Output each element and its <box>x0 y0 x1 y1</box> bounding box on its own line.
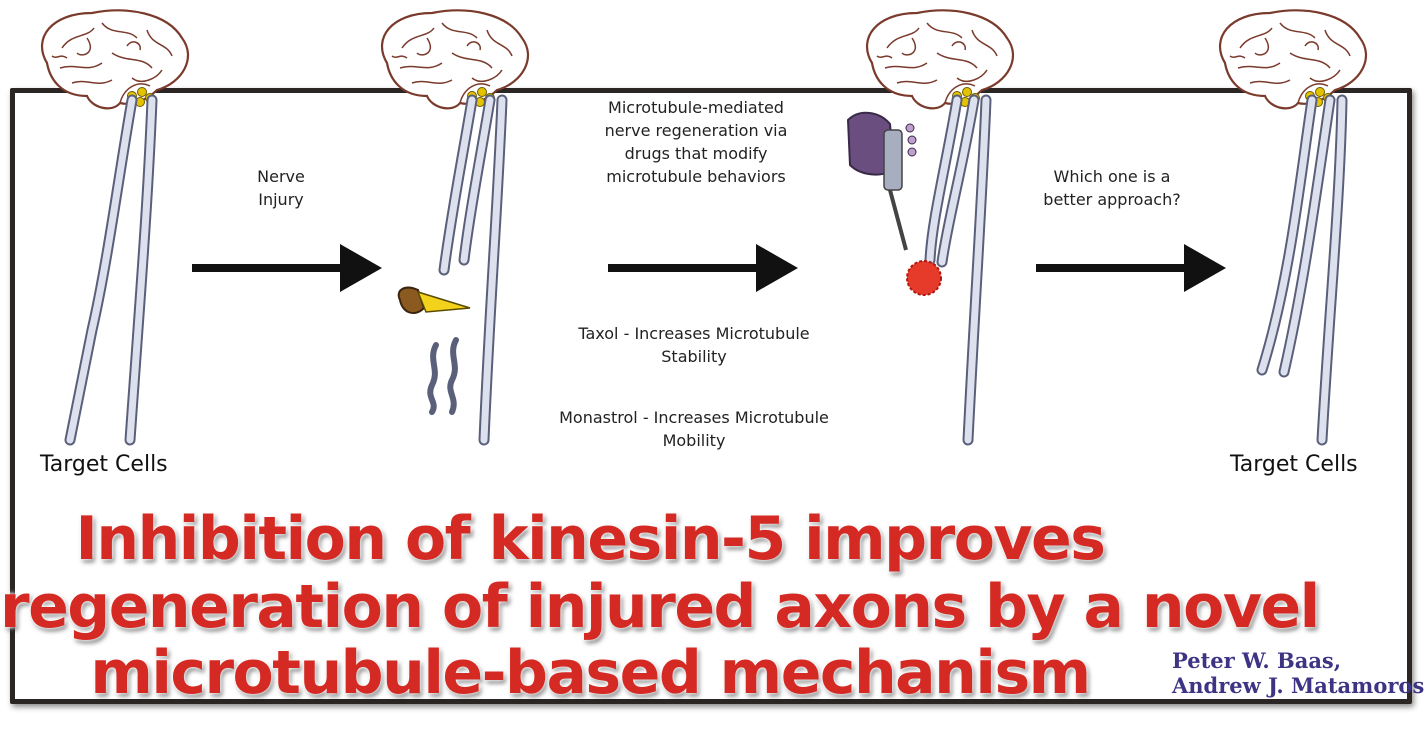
author-1: Peter W. Baas, <box>1172 648 1341 673</box>
regenerated-axon <box>1262 100 1342 440</box>
monastrol-label-line: Mobility <box>514 429 874 452</box>
brain-icon <box>867 10 1013 108</box>
monastrol-label: Monastrol - Increases Microtubule Mobili… <box>514 406 874 452</box>
mediated-label-line: drugs that modify <box>566 142 826 165</box>
arrow-icon <box>1036 244 1226 292</box>
left-target-cells-label: Target Cells <box>40 452 168 477</box>
pipette-hand-icon <box>848 113 916 250</box>
growth-cone-icon <box>907 261 941 295</box>
title-line-1: Inhibition of kinesin-5 improves <box>0 506 1180 572</box>
title-line-3: microtubule-based mechanism <box>0 640 1180 706</box>
arrow-icon <box>608 244 798 292</box>
injury-label-line: Injury <box>236 188 326 211</box>
taxol-label-line: Taxol - Increases Microtubule <box>534 322 854 345</box>
intact-axon <box>70 100 152 440</box>
brain-icon <box>1220 10 1366 108</box>
mediated-label-line: microtubule behaviors <box>566 165 826 188</box>
brain-icon <box>382 10 528 108</box>
author-2: Andrew J. Matamoros <box>1172 673 1424 698</box>
mediated-label-line: nerve regeneration via <box>566 119 826 142</box>
mediated-label-line: Microtubule-mediated <box>566 96 826 119</box>
title-line-2: regeneration of injured axons by a novel <box>0 574 1180 640</box>
saw-icon <box>399 288 470 313</box>
cut-axon <box>430 100 502 440</box>
injury-label: Nerve Injury <box>236 165 326 211</box>
question-label-line: Which one is a <box>1022 165 1202 188</box>
arrow-icon <box>192 244 382 292</box>
question-label-line: better approach? <box>1022 188 1202 211</box>
monastrol-label-line: Monastrol - Increases Microtubule <box>514 406 874 429</box>
taxol-label: Taxol - Increases Microtubule Stability <box>534 322 854 368</box>
brain-icon <box>42 10 188 108</box>
right-target-cells-label: Target Cells <box>1230 452 1358 477</box>
taxol-label-line: Stability <box>534 345 854 368</box>
question-label: Which one is a better approach? <box>1022 165 1202 211</box>
injury-label-line: Nerve <box>236 165 326 188</box>
mediated-label: Microtubule-mediated nerve regeneration … <box>566 96 826 188</box>
